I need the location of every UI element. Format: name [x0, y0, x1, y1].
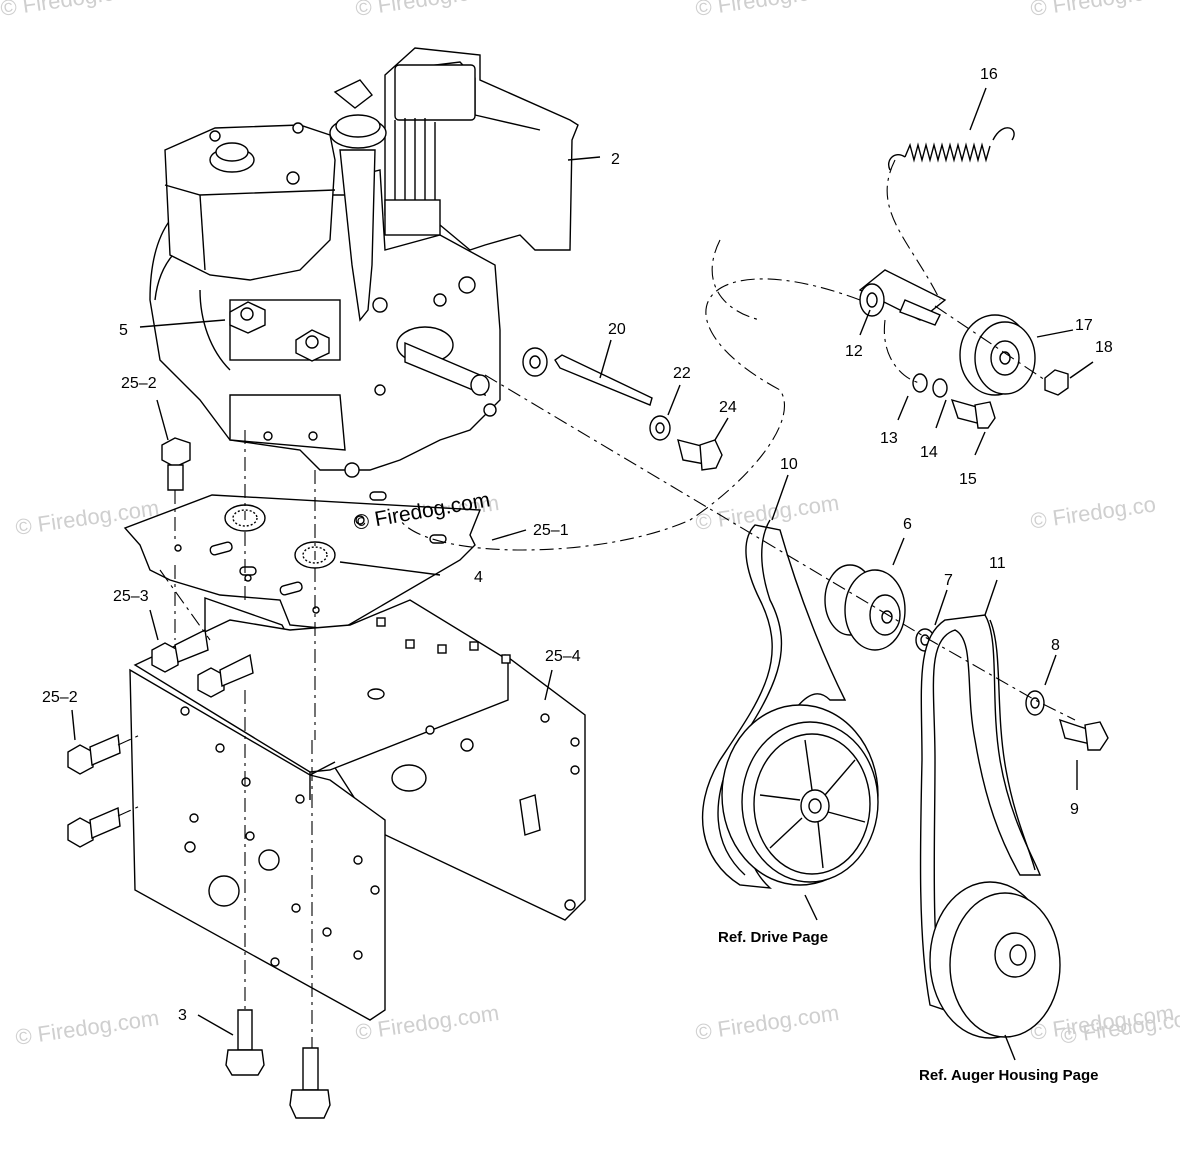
drive-pulley — [721, 704, 879, 886]
callout-13: 13 — [880, 430, 898, 447]
ref-auger-housing-page: Ref. Auger Housing Page — [919, 1067, 1098, 1084]
callout-8: 8 — [1051, 637, 1060, 654]
bolt-3 — [225, 1009, 265, 1076]
callout-14: 14 — [920, 444, 938, 461]
washer — [649, 415, 671, 441]
nut-18 — [1044, 369, 1069, 396]
bolt-9 — [1058, 718, 1109, 751]
callout-25-2: 25–2 — [121, 375, 157, 392]
center-lines — [117, 159, 1076, 1048]
idler-pulley-17 — [959, 314, 1036, 396]
engine-pulley-6 — [824, 564, 906, 651]
frame — [129, 597, 586, 1021]
callout-24: 24 — [719, 399, 737, 416]
ref-drive-page: Ref. Drive Page — [718, 929, 828, 946]
callout-4: 4 — [474, 569, 483, 586]
spring-16 — [888, 127, 1015, 171]
cooling-fins — [384, 118, 441, 236]
bolt — [197, 653, 254, 698]
bolt-25-2-side — [67, 733, 121, 775]
callout-2: 2 — [611, 151, 620, 168]
callout-3: 3 — [178, 1007, 187, 1024]
auger-pulley — [929, 881, 1061, 1039]
bolt-25-2-top — [161, 437, 191, 491]
callout-20: 20 — [608, 321, 626, 338]
callout-25-3: 25–3 — [113, 588, 149, 605]
callout-7: 7 — [944, 572, 953, 589]
key-20 — [554, 354, 653, 406]
idler-bracket-12 — [858, 269, 947, 326]
callout-17: 17 — [1075, 317, 1093, 334]
bolt-15 — [950, 398, 996, 429]
callout-25-2: 25–2 — [42, 689, 78, 706]
callout-16: 16 — [980, 66, 998, 83]
callout-25-1: 25–1 — [533, 522, 569, 539]
callout-6: 6 — [903, 516, 912, 533]
crankshaft — [396, 326, 490, 397]
callout-9: 9 — [1070, 801, 1079, 818]
bolt — [67, 806, 121, 848]
callout-22: 22 — [673, 365, 691, 382]
washer-14 — [932, 378, 948, 398]
leader-lines — [71, 87, 1094, 1061]
washer-22 — [522, 347, 548, 377]
washer-8 — [1025, 690, 1045, 716]
callout-18: 18 — [1095, 339, 1113, 356]
callout-25-4: 25–4 — [545, 648, 581, 665]
nut-5 — [229, 301, 266, 334]
bolt — [289, 1047, 331, 1119]
callout-5: 5 — [119, 322, 128, 339]
engine — [149, 47, 579, 478]
nut — [295, 329, 330, 362]
callout-10: 10 — [780, 456, 798, 473]
bolt-25-3 — [151, 628, 209, 673]
bolt-24 — [677, 439, 723, 471]
callout-12: 12 — [845, 343, 863, 360]
washer-13 — [912, 373, 928, 393]
callout-15: 15 — [959, 471, 977, 488]
callout-11: 11 — [989, 555, 1006, 572]
